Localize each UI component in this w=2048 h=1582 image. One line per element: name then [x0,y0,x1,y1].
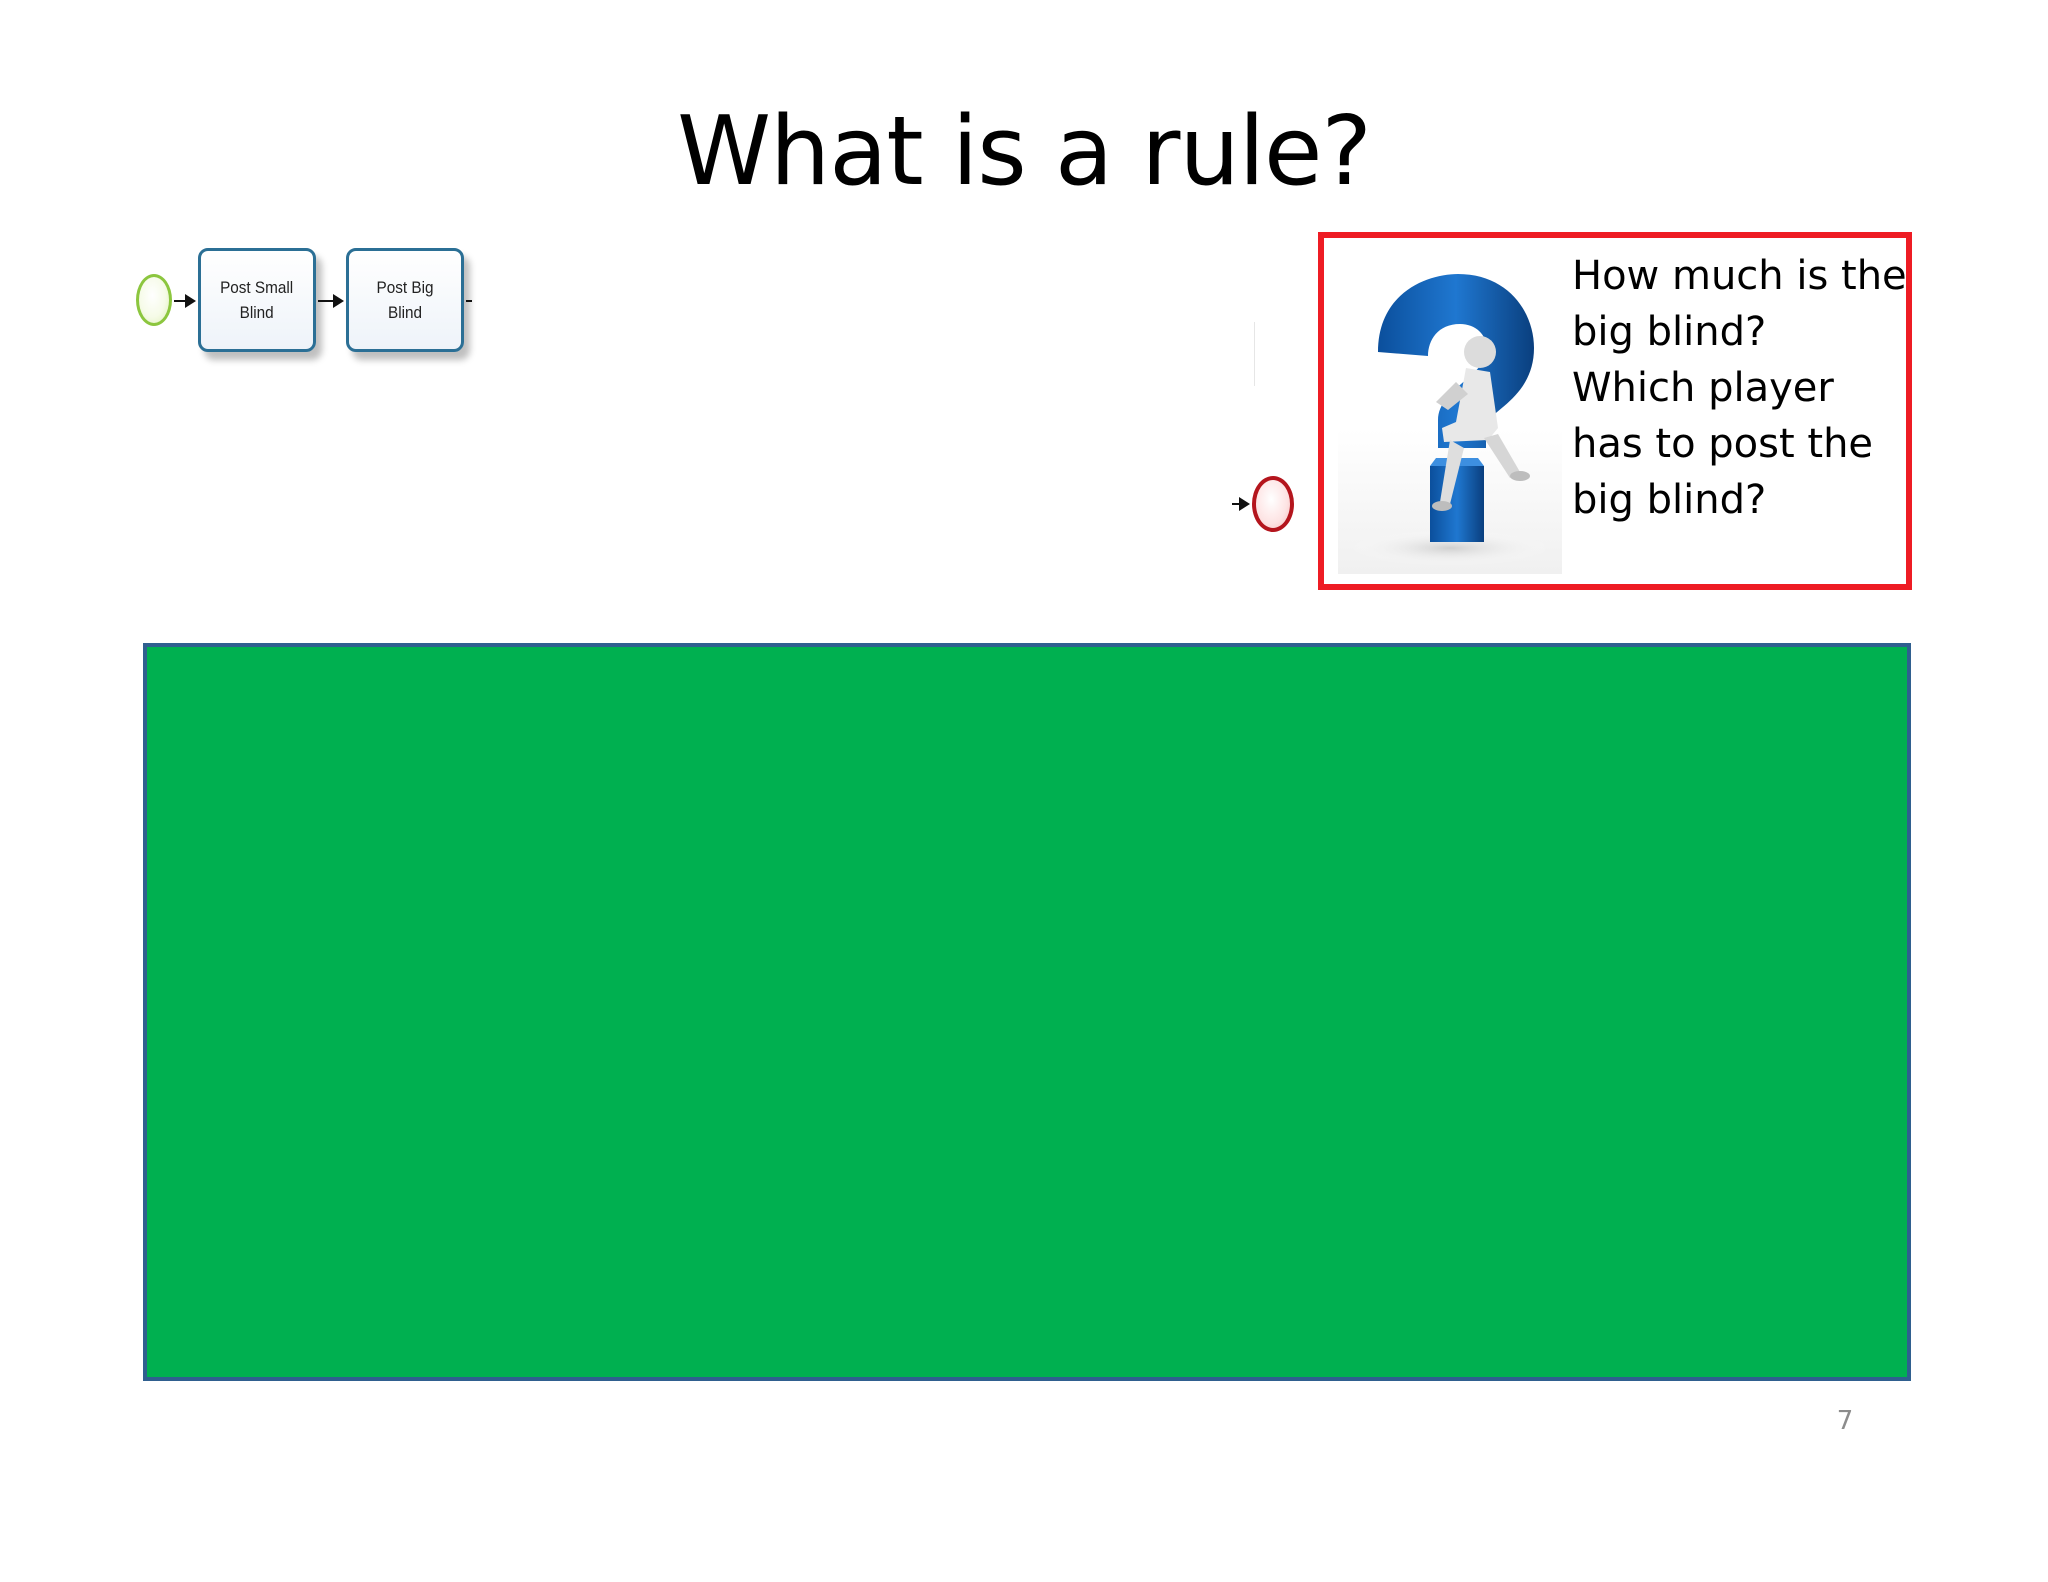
question-mark-thinker-icon [1338,252,1562,574]
green-panel [143,643,1911,1381]
sequence-flow-stub [466,300,472,302]
question-line: has to post the [1572,421,1874,467]
divider [1254,322,1255,386]
end-event [1252,476,1294,532]
task-label: Post Big Blind [376,278,434,322]
question-callout: How much is the big blind? Which player … [1318,232,1912,590]
question-line: How much is the [1572,253,1907,299]
question-line: Which player [1572,365,1834,411]
sequence-flow-arrow [318,294,344,308]
page-number: 7 [1836,1406,1854,1436]
slide-title: What is a rule? [677,97,1372,207]
question-line: big blind? [1572,477,1767,523]
task-label: Post Small Blind [220,278,294,322]
question-text: How much is the big blind? Which player … [1572,248,1907,528]
sequence-flow-arrow [1232,497,1250,511]
task-post-small-blind: Post Small Blind [198,248,316,352]
sequence-flow-arrow [174,294,196,308]
start-event [136,274,172,326]
question-line: big blind? [1572,309,1767,355]
task-post-big-blind: Post Big Blind [346,248,464,352]
